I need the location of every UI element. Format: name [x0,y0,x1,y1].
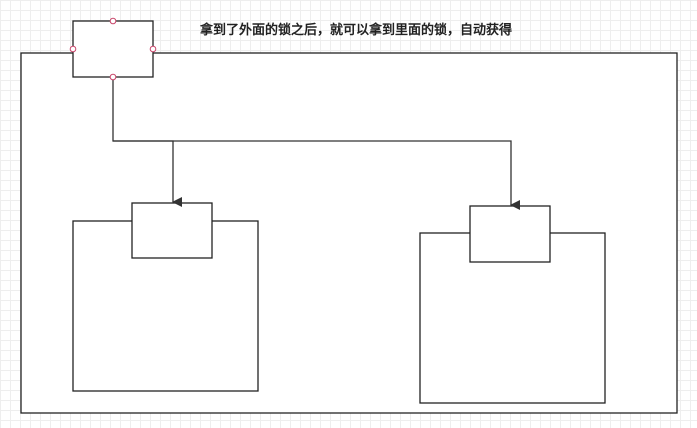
selection-handle-bottom[interactable] [109,73,117,81]
diagram-caption: 拿到了外面的锁之后，就可以拿到里面的锁，自动获得 [200,23,513,38]
outer-lock-box[interactable] [72,20,154,78]
left-inner-lock-box[interactable] [131,202,213,259]
right-inner-lock-box[interactable] [469,205,551,263]
selection-handle-right[interactable] [149,45,157,53]
selection-handle-top[interactable] [109,17,117,25]
connector-to-right-lock[interactable] [113,140,520,210]
selection-handle-left[interactable] [69,45,77,53]
